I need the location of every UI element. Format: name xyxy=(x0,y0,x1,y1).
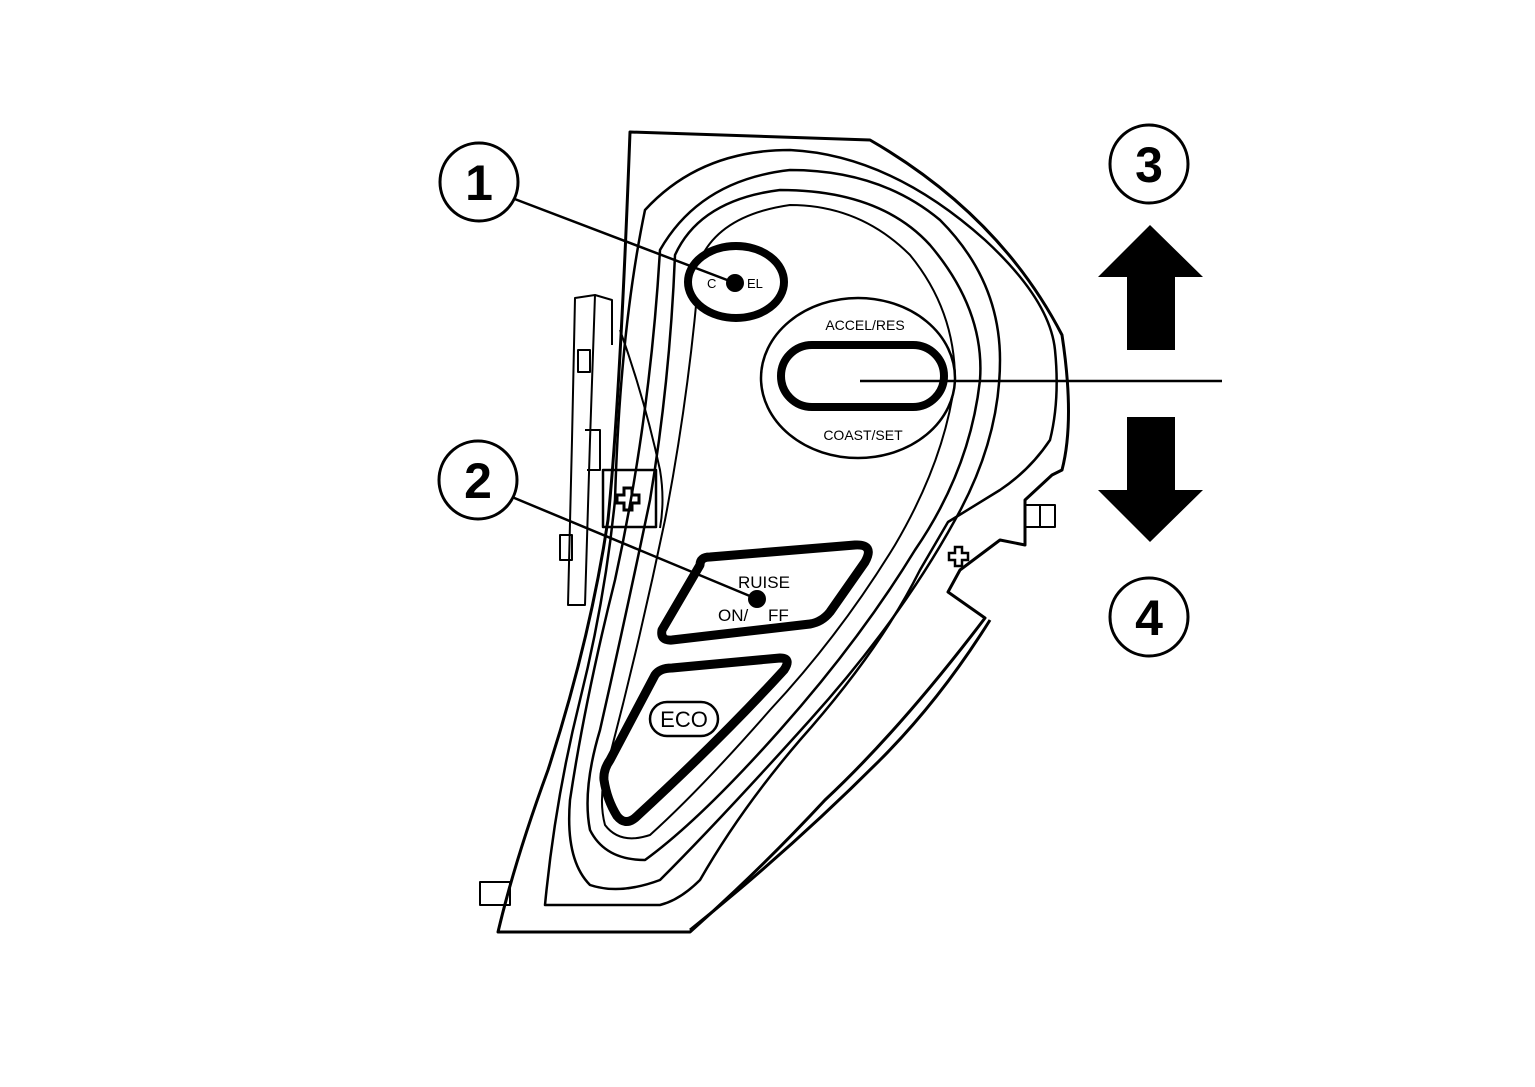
callout-3: 3 xyxy=(1108,123,1190,205)
arrow-down-icon xyxy=(1098,417,1203,542)
cruise-label-line1: RUISE xyxy=(738,573,790,592)
callout-4: 4 xyxy=(1108,576,1190,658)
eco-label: ECO xyxy=(660,707,708,732)
callout-1: 1 xyxy=(438,141,520,223)
callout-2: 2 xyxy=(437,439,519,521)
callout-number-1: 1 xyxy=(465,155,493,211)
cruise-on-off-button[interactable]: RUISE ON/ FF xyxy=(657,540,873,645)
cruise-label-line2-left: ON/ xyxy=(718,606,749,625)
callout-number-2: 2 xyxy=(464,453,492,509)
leader-dot-1 xyxy=(726,274,744,292)
arrow-up-icon xyxy=(1098,225,1203,350)
cross-icon xyxy=(615,486,641,512)
cruise-label-line2-right: FF xyxy=(768,606,789,625)
leader-dot-2 xyxy=(748,590,766,608)
leader-lines xyxy=(511,196,1222,601)
cancel-label-right: EL xyxy=(747,276,763,291)
cancel-label-left: C xyxy=(707,276,716,291)
accel-res-label: ACCEL/RES xyxy=(825,317,904,333)
callout-number-4: 4 xyxy=(1135,590,1163,646)
accel-coast-toggle[interactable]: ACCEL/RES COAST/SET xyxy=(759,296,957,460)
eco-button[interactable]: ECO xyxy=(599,653,792,826)
cross-icon xyxy=(947,545,970,568)
switch-housing xyxy=(479,130,1070,934)
coast-set-label: COAST/SET xyxy=(823,427,903,443)
callout-number-3: 3 xyxy=(1135,137,1163,193)
